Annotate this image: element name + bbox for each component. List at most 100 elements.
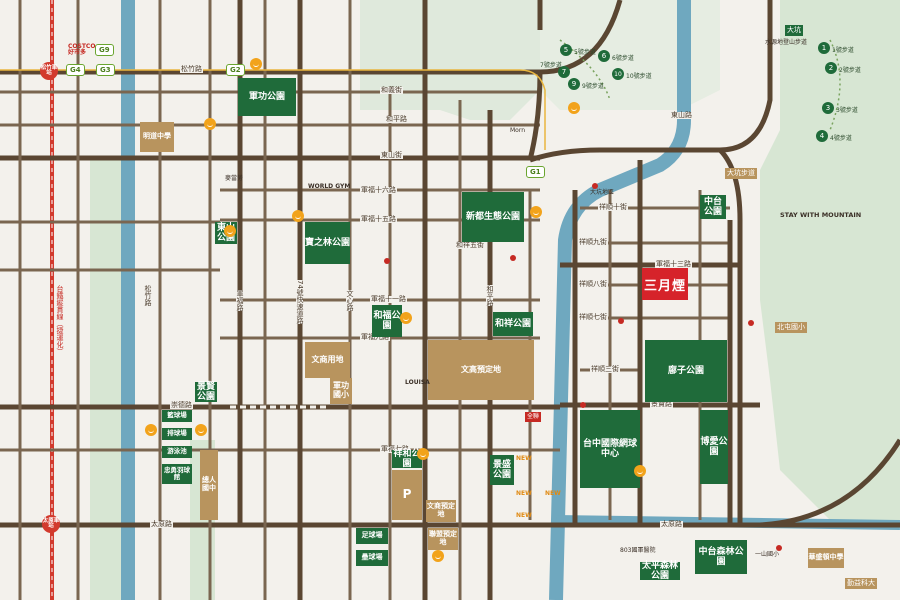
civic-wenshang2[interactable]: 文商預定地	[426, 500, 456, 522]
trail-1-icon: 1	[818, 42, 830, 54]
bike-stop-icon[interactable]	[432, 550, 444, 562]
bike-stop-icon[interactable]	[145, 424, 157, 436]
civic-huaxin[interactable]: 華盛頓中學	[808, 548, 844, 568]
bike-stop-icon[interactable]	[417, 448, 429, 460]
civic-parking[interactable]: P	[392, 470, 422, 520]
road-label-taiyuan-east: 太原路	[660, 520, 683, 528]
bike-stop-icon[interactable]	[195, 424, 207, 436]
bus-stop-g9[interactable]: G9	[95, 44, 114, 56]
bus-stop-g1[interactable]: G1	[526, 166, 545, 178]
civic-zongren[interactable]: 總人國中	[200, 450, 218, 520]
trail-6-icon: 6	[598, 50, 610, 62]
road-label-songzhu: 松竹路	[180, 65, 203, 73]
road-label-xiangshun-9: 祥順九街	[578, 238, 608, 246]
facility-volleyball[interactable]: 排球場	[162, 428, 192, 440]
civic-junfu-elementary[interactable]: 軍功國小	[330, 378, 352, 404]
landmark-jingzhi: 勤益科大	[845, 578, 877, 589]
bike-stop-icon[interactable]	[400, 312, 412, 324]
landmark-beitun: 北屯國小	[775, 322, 807, 333]
landmark-jardin: 大坑地區	[590, 189, 615, 196]
landmark-dakeng-trail: 大坑步道	[725, 168, 757, 179]
poi-dot	[748, 320, 754, 326]
bike-stop-icon[interactable]	[204, 118, 216, 130]
park-hexiang[interactable]: 和祥公園	[493, 312, 533, 336]
park-jingxian[interactable]: 景賢公園	[195, 381, 217, 402]
bus-stop-g3[interactable]: G3	[96, 64, 115, 76]
landmark-water: 水源地登山步道	[765, 39, 808, 46]
trail-5-icon: 5	[560, 44, 572, 56]
trail-10-icon: 10	[612, 68, 624, 80]
park-taiping-forest[interactable]: 太平森林公園	[640, 560, 680, 581]
songzhu-station[interactable]: 松竹車站	[40, 62, 58, 80]
bike-stop-icon[interactable]	[292, 210, 304, 222]
bus-stop-g2[interactable]: G2	[226, 64, 245, 76]
bike-stop-icon[interactable]	[250, 58, 262, 70]
trail-6-label: 6號步道	[612, 55, 634, 62]
trail-5-label: 5號步道	[574, 49, 596, 56]
road-label-taiyuan: 太原路	[150, 520, 173, 528]
road-label-junfu-11: 軍福十一路	[370, 295, 407, 303]
road-label-chongde: 崇德路	[170, 401, 193, 409]
new-tag: NEW	[545, 490, 561, 497]
park-boai[interactable]: 博愛公園	[700, 410, 728, 484]
civic-wenshang[interactable]: 文商用地	[305, 342, 350, 378]
facility-badminton[interactable]: 忠勇羽球館	[162, 464, 192, 484]
road-label-dongshan: 東山路	[670, 111, 693, 119]
costco-label: COSTCO 好市多	[68, 43, 96, 56]
landmark-morn: Morn	[510, 127, 526, 134]
trail-2-icon: 2	[825, 62, 837, 74]
road-label-junfu-v: 軍福路	[236, 290, 244, 311]
civic-liangmeng[interactable]: 聯盟預定地	[428, 528, 458, 550]
trail-1-label: 1號步道	[832, 47, 854, 54]
bus-route	[0, 69, 546, 150]
road-label-heyi: 和義街	[380, 86, 403, 94]
road-label-junfu-9: 軍福九路	[360, 333, 390, 341]
facility-football[interactable]: 足球場	[356, 528, 388, 544]
park-zhongtai-forest[interactable]: 中台森林公園	[695, 540, 747, 574]
trail-9-label: 9號步道	[582, 83, 604, 90]
mountain-area-north	[360, 0, 540, 120]
bike-stop-icon[interactable]	[634, 465, 646, 477]
bike-stop-icon[interactable]	[224, 225, 236, 237]
road-label-junfu-16: 軍福十六路	[360, 186, 397, 194]
facility-baseball[interactable]: 壘球場	[356, 550, 388, 566]
road-label-xiangshun-8: 祥順八街	[578, 280, 608, 288]
landmark-dakeng: 大坑	[785, 25, 803, 36]
new-tag: NEW	[516, 512, 532, 519]
park-xindu[interactable]: 新都生態公園	[462, 192, 524, 242]
landmark-pxmart: 全聯	[525, 412, 542, 422]
river-east	[549, 0, 691, 600]
civic-xindong[interactable]: 文高預定地	[428, 340, 534, 400]
poi-dot	[580, 402, 586, 408]
poi-dot	[510, 255, 516, 261]
park-taichung-tennis[interactable]: 台中國際網球中心	[580, 410, 640, 488]
road-label-wenqing: 文心路	[346, 290, 354, 311]
facility-basketball[interactable]: 籃球場	[162, 410, 192, 422]
park-rift[interactable]: 廍子公園	[645, 340, 727, 402]
new-tag: NEW	[516, 490, 532, 497]
park-hefu[interactable]: 和福公園	[372, 305, 402, 337]
taiyuan-station[interactable]: 太原車站	[42, 515, 60, 533]
landmark-mountain: 一山國小	[755, 551, 780, 558]
bike-stop-icon[interactable]	[530, 206, 542, 218]
facility-ming[interactable]: 明道中學	[140, 122, 174, 152]
road-label-junfu-15: 軍福十五路	[360, 215, 397, 223]
facility-swimming[interactable]: 游泳池	[162, 446, 192, 458]
road-label-jingxian: 景賢路	[650, 400, 673, 408]
road-label-dongshan-st: 東山街	[380, 151, 403, 159]
park-xianghe[interactable]: 祥和公園	[392, 448, 422, 469]
road-label-xiangshun-10: 祥順十街	[598, 203, 628, 211]
mountain-area-east	[760, 0, 900, 520]
project-marker[interactable]: 三月煙	[642, 268, 688, 300]
park-junfu[interactable]: 軍功公園	[238, 78, 296, 116]
trail-3-icon: 3	[822, 102, 834, 114]
trail-7-icon: 7	[558, 66, 570, 78]
bus-stop-g4[interactable]: G4	[66, 64, 85, 76]
bike-stop-icon[interactable]	[568, 102, 580, 114]
road-label-heping: 和平路	[385, 115, 408, 123]
park-jingsheng[interactable]: 景盛公園	[490, 455, 514, 485]
park-zhongtai[interactable]: 中台公園	[700, 195, 726, 219]
park-baozhilin[interactable]: 寶之林公園	[305, 222, 350, 264]
landmark-hospital: 803國軍醫院	[620, 547, 656, 554]
